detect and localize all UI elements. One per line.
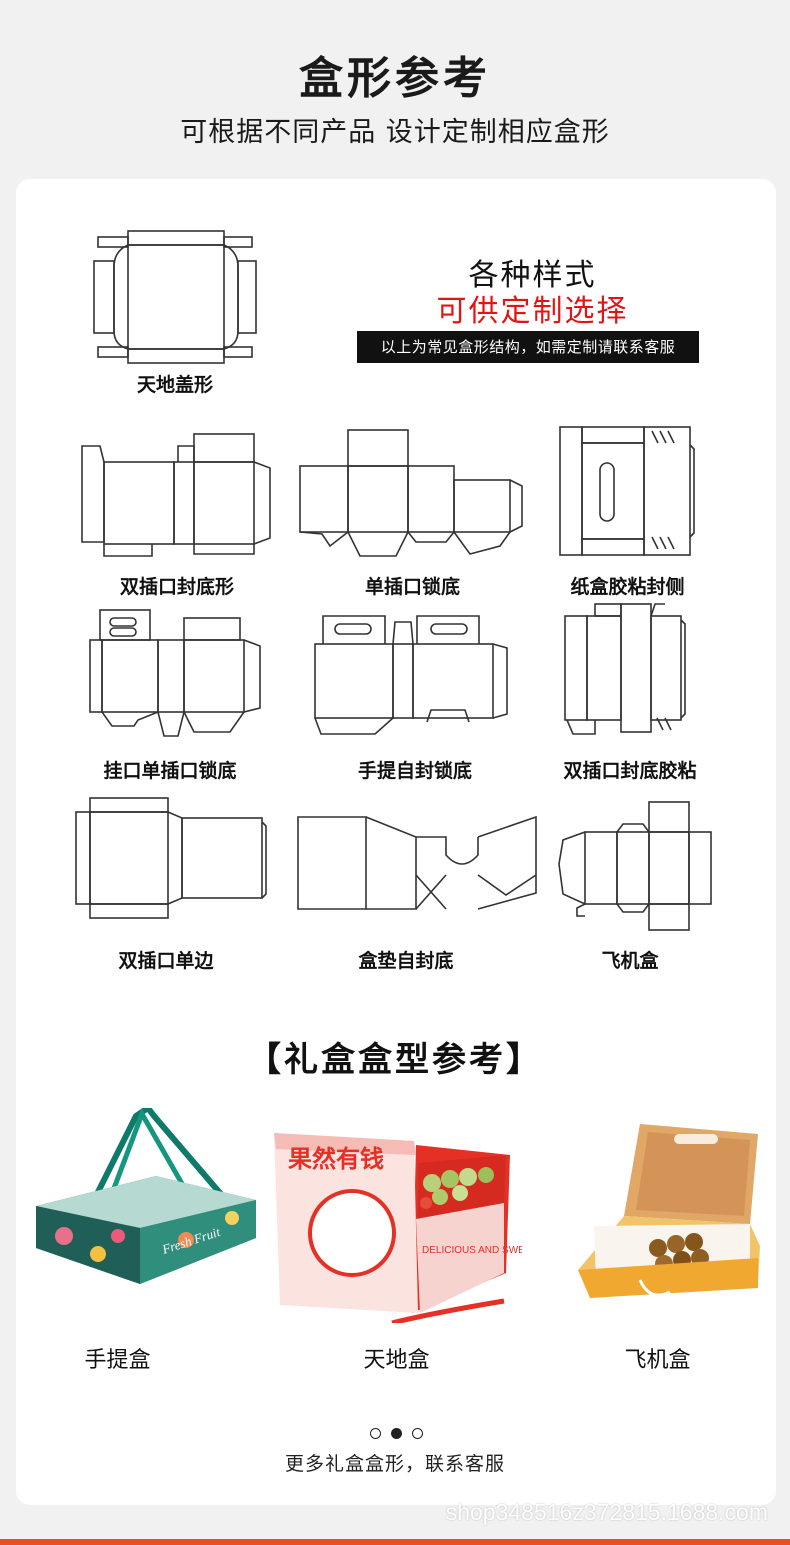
diagram-label: 纸盒胶粘封侧 [570, 576, 685, 598]
hanger-tuck-lock-bottom-diagram [89, 608, 270, 738]
contact-prompt: 更多礼盒盒形，联系客服 [284, 1453, 505, 1475]
page-subtitle: 可根据不同产品 设计定制相应盒形 [180, 117, 610, 148]
lid-base-gift-box-photo: DELICIOUS AND SWEET 果然有钱 [272, 1133, 538, 1327]
double-tuck-single-side-diagram [75, 797, 268, 920]
double-tuck-sealed-bottom-diagram [81, 432, 272, 557]
mailer-box-diagram [557, 800, 717, 940]
diagram-label: 盒垫自封底 [358, 950, 454, 972]
styles-note: 以上为常见盒形结构，如需定制请联系客服 [357, 331, 699, 363]
accent-bar [0, 1539, 790, 1545]
carousel-pagination [370, 1428, 423, 1439]
styles-highlight: 可供定制选择 [436, 294, 629, 329]
diagram-label: 飞机盒 [601, 950, 659, 972]
carousel-dot-active[interactable] [391, 1428, 402, 1439]
box-print-title: 果然有钱 [288, 1145, 384, 1173]
diagram-label: 挂口单插口锁底 [103, 760, 237, 782]
mailer-gift-box-photo [578, 1120, 763, 1324]
carousel-dot[interactable] [412, 1428, 423, 1439]
carousel-dot[interactable] [370, 1428, 381, 1439]
diagram-label: 双插口单边 [118, 950, 214, 972]
shop-watermark: shop348516z372815.1688.com [445, 1499, 768, 1525]
box-print-subtext: DELICIOUS AND SWEET [422, 1245, 522, 1256]
diagram-label: 单插口锁底 [364, 576, 460, 598]
double-tuck-glued-bottom-diagram [564, 602, 687, 738]
diagram-label: 双插口封底胶粘 [563, 760, 697, 782]
gift-section-title: 【礼盒盒型参考】 [247, 1040, 543, 1080]
diagram-label: 天地盖形 [136, 374, 213, 396]
single-tuck-lock-bottom-diagram [299, 429, 525, 560]
page-title: 盒形参考 [299, 53, 491, 104]
diagram-label: 双插口封底形 [119, 576, 234, 598]
handle-self-lock-bottom-diagram [314, 610, 515, 738]
gift-label: 手提盒 [84, 1348, 151, 1373]
styles-title: 各种样式 [468, 258, 597, 293]
gift-label: 天地盒 [363, 1348, 430, 1373]
lid-base-box-diagram [93, 230, 257, 364]
handle-box-photo: Fresh Fruit [36, 1103, 261, 1312]
glued-side-box-diagram [559, 425, 695, 557]
gift-label: 飞机盒 [624, 1348, 691, 1373]
insert-self-seal-bottom-diagram [296, 815, 538, 913]
diagram-label: 手提自封锁底 [357, 760, 472, 782]
